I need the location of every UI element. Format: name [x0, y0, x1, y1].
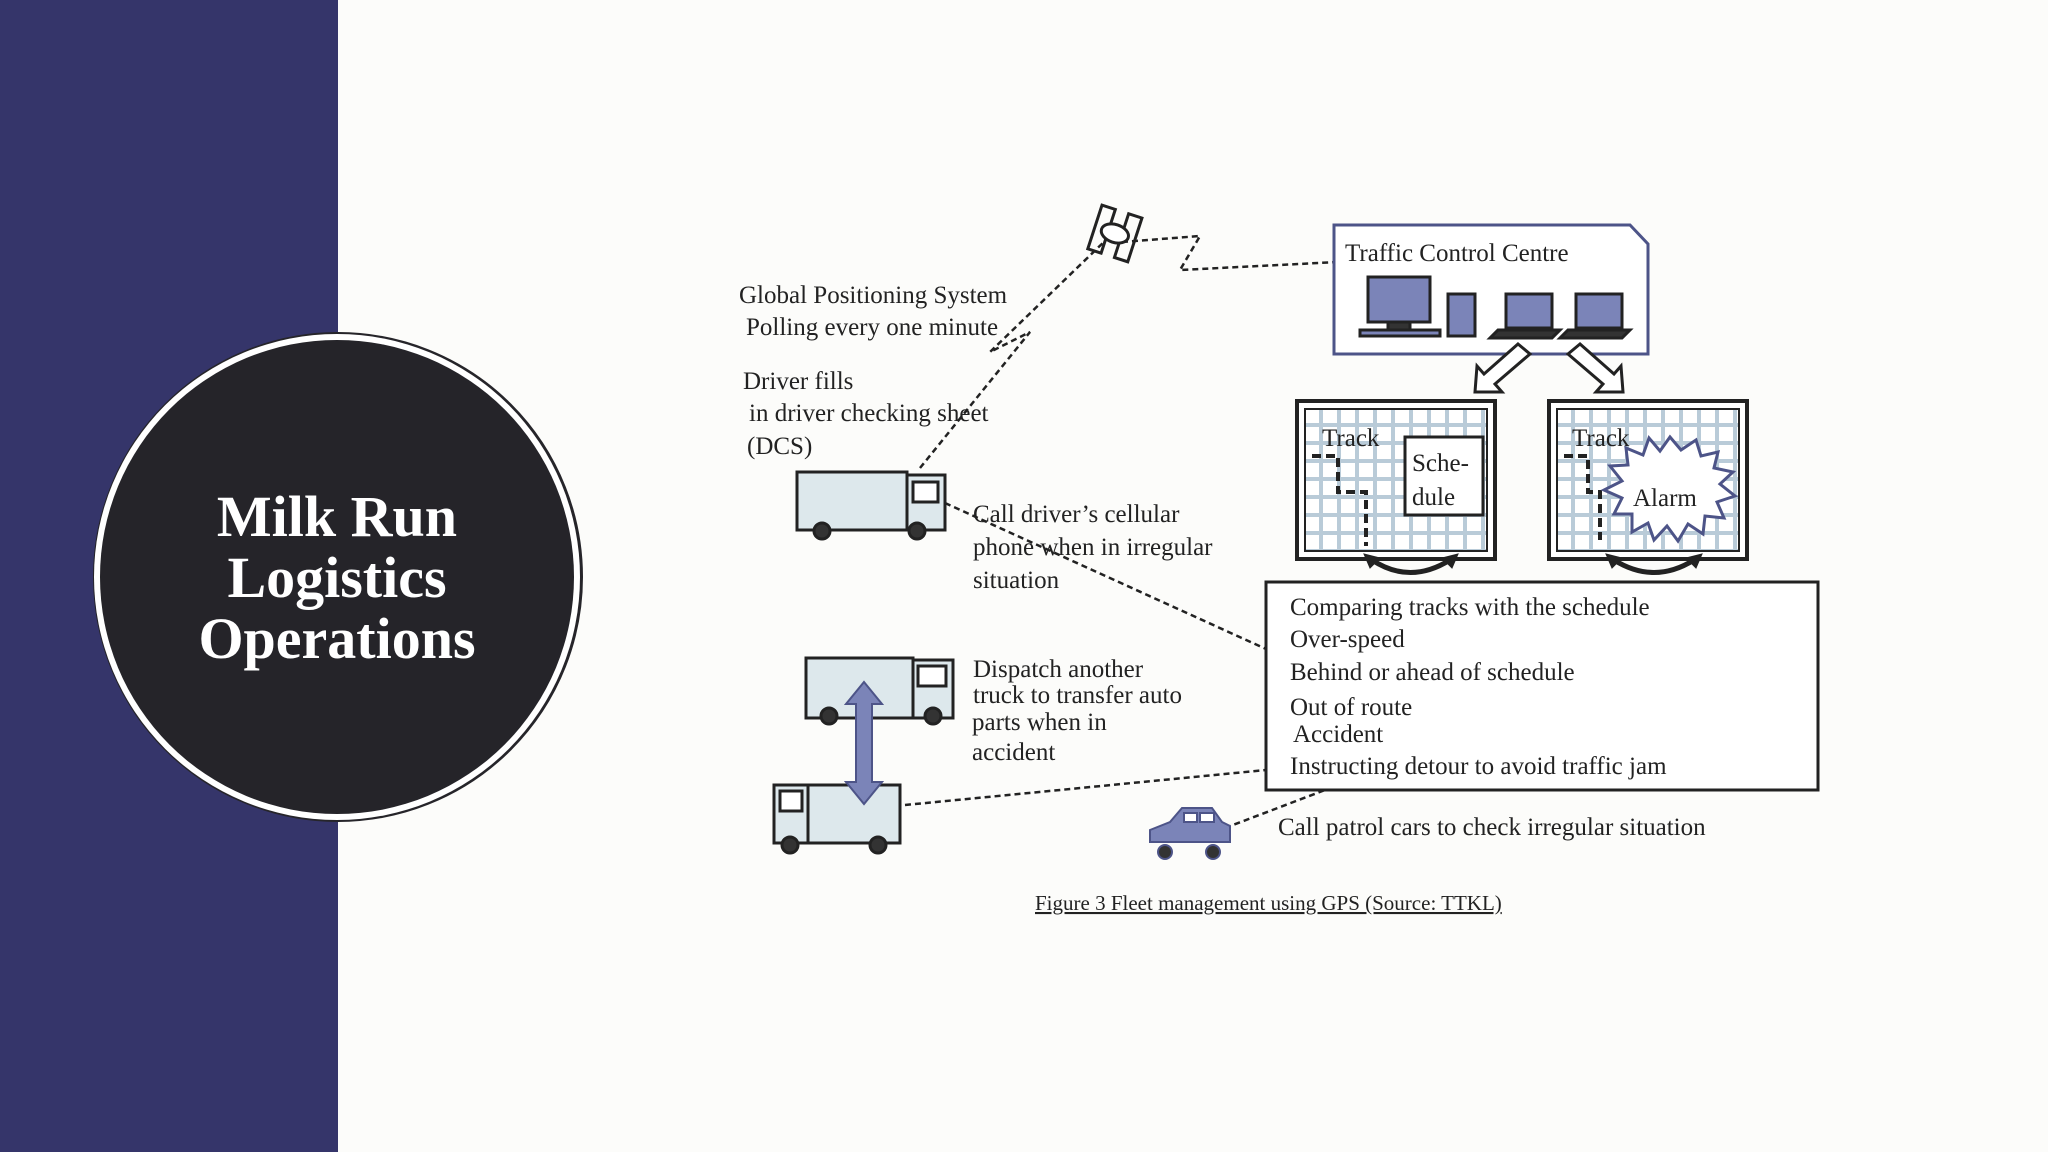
traffic-centre-label: Traffic Control Centre [1345, 240, 1569, 267]
monitoring-checklist: Comparing tracks with the schedule Over-… [1264, 580, 1820, 792]
monitor-track-alarm: Track Alarm [1547, 399, 1749, 561]
dispatch-line-4: accident [972, 739, 1055, 766]
laptop-icon [1556, 292, 1634, 340]
alarm-label: Alarm [1633, 485, 1697, 512]
driver-label-line-2: in driver checking sheet [749, 400, 989, 427]
feedback-arrows [1363, 553, 1703, 575]
dispatch-link [904, 768, 1267, 807]
dispatch-line-2: truck to transfer auto [973, 682, 1182, 709]
desktop-computer-icon [1358, 275, 1477, 338]
gps-label-line-1: Global Positioning System [739, 282, 1008, 309]
track-route-right [1564, 454, 1602, 540]
patrol-label: Call patrol cars to check irregular situ… [1278, 814, 1706, 841]
figure-caption: Figure 3 Fleet management using GPS (Sou… [1035, 891, 1502, 915]
title-line-3: Operations [198, 605, 476, 671]
driver-label-line-1: Driver fills [743, 368, 853, 395]
call-driver-link [944, 501, 1267, 651]
check-item-5: Accident [1293, 721, 1383, 748]
satellite-icon [1085, 203, 1144, 264]
gps-link [919, 237, 1109, 469]
patrol-car-icon [1149, 807, 1231, 860]
check-item-3: Behind or ahead of schedule [1290, 659, 1575, 686]
transfer-arrow-icon [843, 680, 885, 806]
driver-label-line-3: (DCS) [747, 433, 812, 460]
track-label-left: Track [1322, 425, 1380, 452]
track-route-left [1312, 454, 1368, 546]
laptop-icon [1486, 292, 1564, 340]
check-item-1: Comparing tracks with the schedule [1290, 594, 1650, 621]
slide-title: Milk Run Logistics Operations [147, 486, 527, 669]
call-driver-line-1: Call driver’s cellular [973, 501, 1180, 528]
title-line-1: Milk Run [216, 483, 458, 549]
track-label-right: Track [1572, 425, 1630, 452]
check-item-4: Out of route [1290, 694, 1412, 721]
call-driver-line-2: phone when in irregular [973, 534, 1213, 561]
check-item-6: Instructing detour to avoid traffic jam [1290, 753, 1667, 780]
truck-icon [795, 470, 947, 541]
dispatch-line-1: Dispatch another [973, 656, 1144, 683]
monitor-arrows [1473, 342, 1625, 394]
gps-label-line-2: Polling every one minute [746, 314, 998, 341]
truck-icon [804, 656, 955, 726]
truck-icon [772, 783, 902, 855]
check-item-2: Over-speed [1290, 626, 1405, 653]
title-circle: Milk Run Logistics Operations [100, 340, 574, 814]
title-circle-outline [93, 332, 583, 822]
dispatch-line-3: parts when in [972, 709, 1107, 736]
patrol-link [1224, 788, 1326, 830]
traffic-control-centre: Traffic Control Centre [1332, 223, 1650, 356]
alarm-burst-icon [1600, 434, 1739, 544]
communication-links [904, 234, 1339, 830]
monitor-track-schedule: Track Sche- dule [1295, 399, 1497, 561]
schedule-label-line-2: dule [1412, 484, 1455, 511]
control-link [1121, 234, 1339, 272]
title-line-2: Logistics [227, 544, 447, 610]
schedule-label-line-1: Sche- [1412, 450, 1469, 477]
call-driver-line-3: situation [973, 567, 1060, 594]
